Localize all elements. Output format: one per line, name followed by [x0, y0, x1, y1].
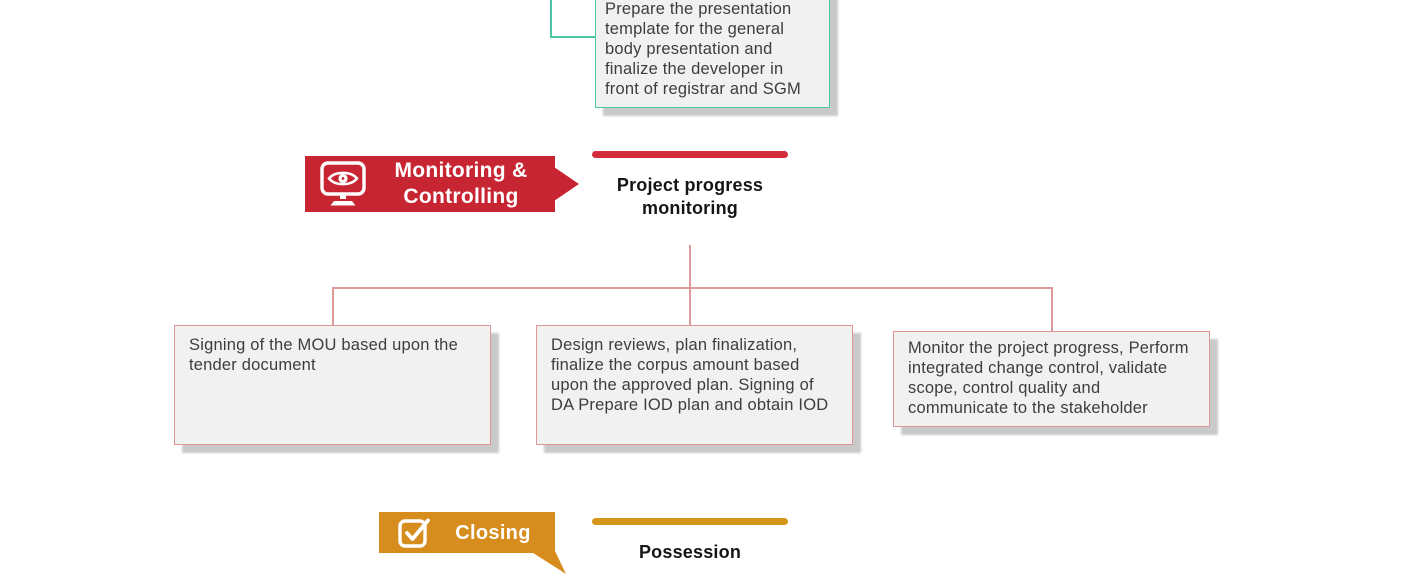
connector-line	[332, 287, 334, 326]
task-note-text: Monitor the project progress, Perform in…	[908, 339, 1189, 417]
phase-banner-label-line1: Monitoring &	[394, 159, 528, 182]
task-note-text: Design reviews, plan finalization, final…	[551, 336, 829, 414]
check-square-icon	[397, 516, 431, 550]
connector-line	[1051, 287, 1053, 332]
task-note-text: Signing of the MOU based upon the tender…	[189, 336, 458, 374]
milestone-label-possession: Possession	[638, 542, 742, 562]
phase-banner-monitoring-controlling: Monitoring & Controlling	[305, 156, 555, 212]
milestone-bar-closing	[592, 518, 788, 525]
task-note-mou-signing: Signing of the MOU based upon the tender…	[174, 325, 491, 445]
connector-line	[550, 0, 552, 37]
phase-banner-label-line2: Controlling	[403, 185, 519, 208]
banner-pointer-icon	[554, 167, 579, 201]
task-note-design-reviews: Design reviews, plan finalization, final…	[536, 325, 853, 445]
task-note-prepare-presentation: Prepare the presentation template for th…	[595, 0, 830, 108]
monitor-eye-icon	[319, 160, 367, 208]
task-note-text: Prepare the presentation template for th…	[605, 0, 801, 98]
milestone-label-project-progress: Project progress monitoring	[616, 175, 764, 218]
milestone-bar-monitoring	[592, 151, 788, 158]
task-note-monitor-progress: Monitor the project progress, Perform in…	[893, 331, 1210, 427]
phase-banner-label: Monitoring & Controlling	[367, 158, 555, 210]
connector-line	[332, 287, 1052, 289]
connector-line	[550, 36, 596, 38]
banner-tail-icon	[530, 551, 566, 574]
phase-banner-closing: Closing	[379, 512, 555, 553]
phase-banner-label: Closing	[455, 521, 531, 544]
